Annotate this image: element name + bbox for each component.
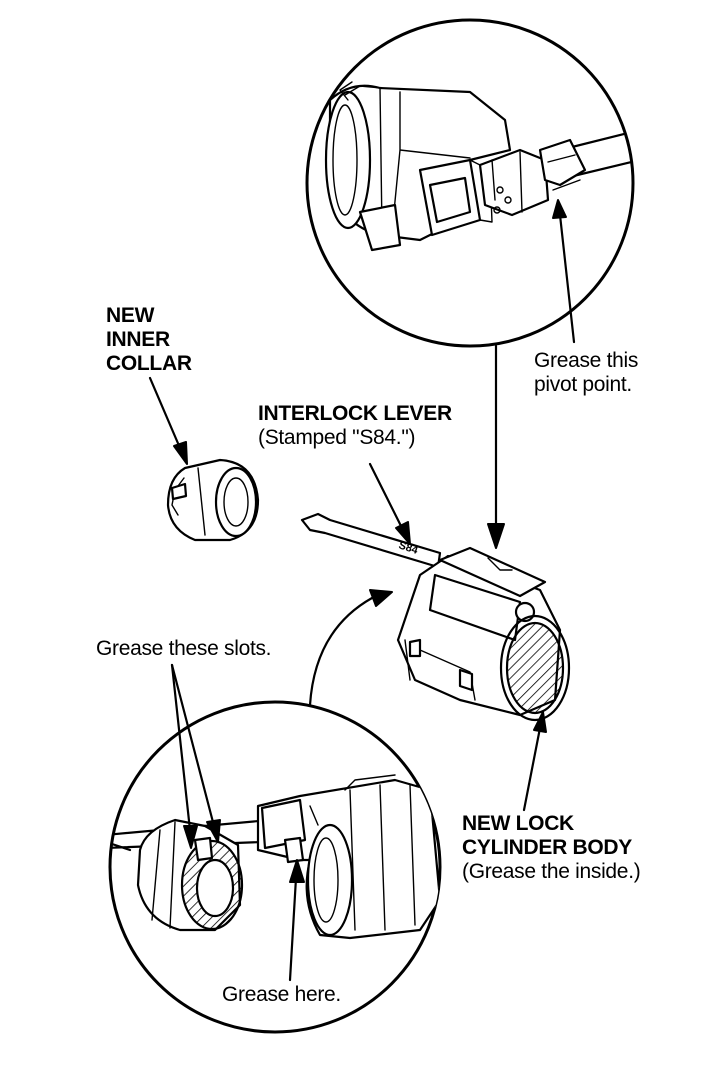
- lock-cylinder-note: (Grease the inside.): [462, 860, 641, 883]
- inner-collar-leader-arrow: [148, 376, 188, 465]
- grease-here-label: Grease here.: [222, 983, 341, 1006]
- slots-detail-circle: [108, 700, 442, 1034]
- inner-collar-part: [166, 458, 260, 542]
- bottom-detail-curve-arrow: [308, 589, 393, 707]
- grease-here-leader-arrow: [288, 859, 305, 982]
- interlock-lever-note: (Stamped "S84."): [258, 426, 416, 449]
- interlock-lever-label: INTERLOCK LEVER (Stamped "S84."): [258, 402, 452, 450]
- interlock-lever-part: S84: [300, 512, 442, 569]
- lock-cylinder-leader-arrow: [522, 711, 547, 812]
- grease-slots-label: Grease these slots.: [96, 637, 272, 660]
- interlock-lever-title: INTERLOCK LEVER: [258, 402, 452, 425]
- pivot-leader-arrow: [552, 199, 576, 344]
- slots-leader-arrows: [170, 663, 221, 849]
- detail-to-cylinder-arrow: [487, 344, 505, 549]
- pivot-detail-circle: [305, 18, 635, 348]
- lock-cylinder-part: [396, 546, 571, 722]
- grease-pivot-label: Grease this pivot point.: [534, 349, 639, 396]
- interlock-lever-leader-arrow: [368, 462, 411, 545]
- inner-collar-label: NEW INNER COLLAR: [106, 304, 192, 375]
- lock-cylinder-label: NEW LOCK CYLINDER BODY (Grease the insid…: [462, 812, 641, 883]
